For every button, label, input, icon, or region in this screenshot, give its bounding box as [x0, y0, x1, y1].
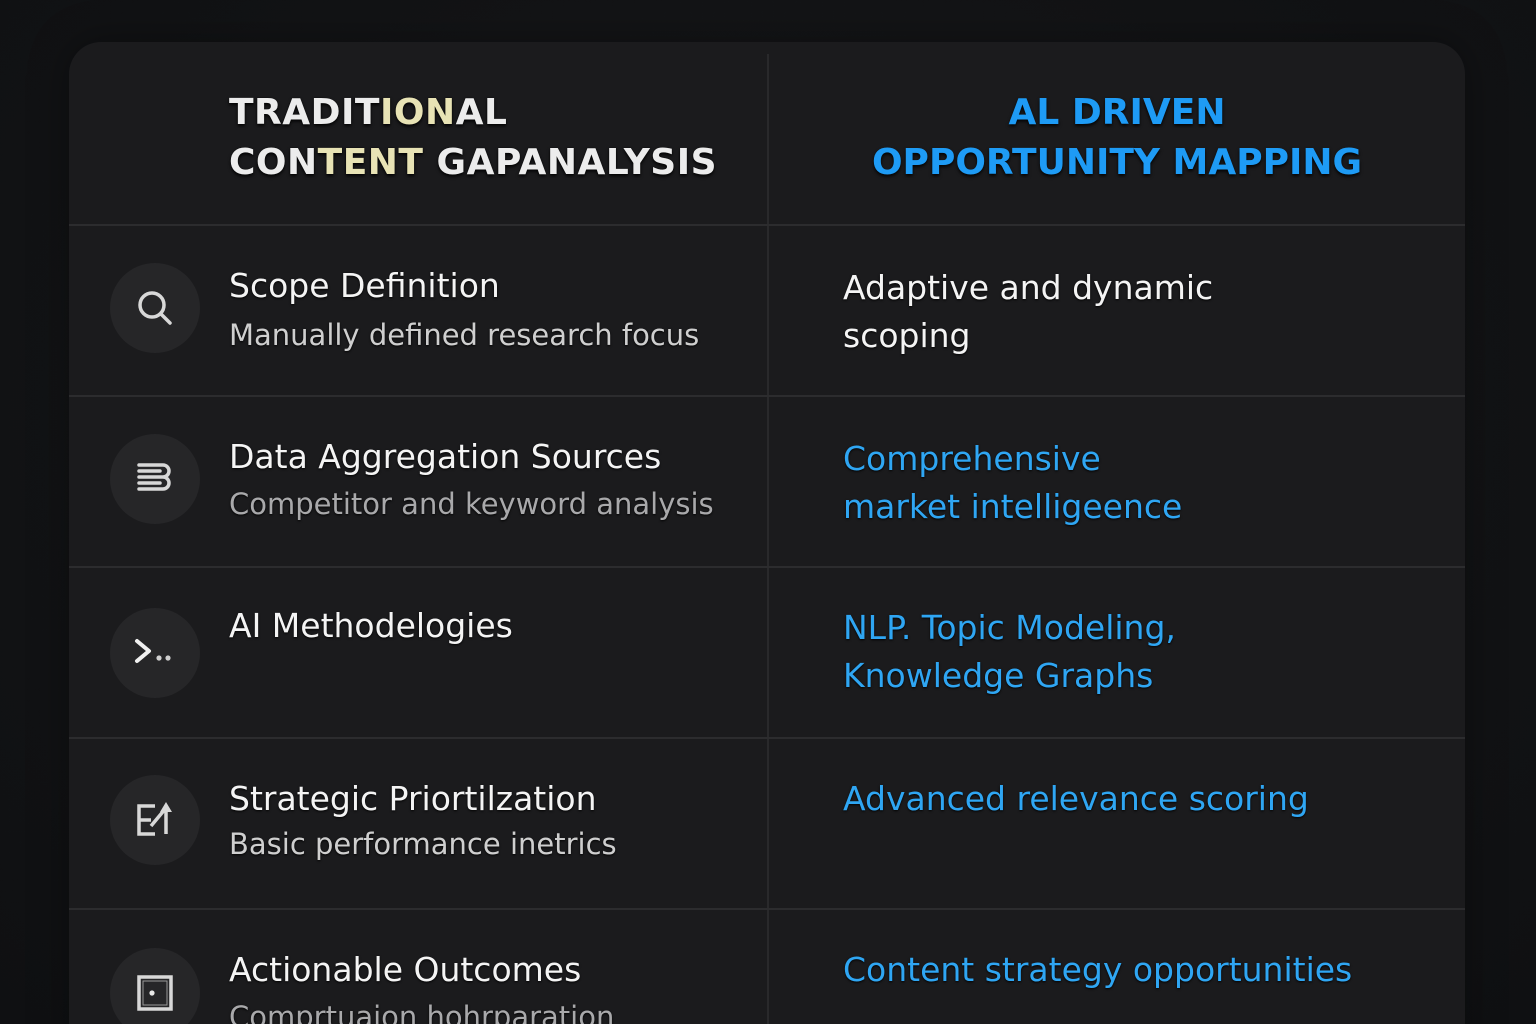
table-header: TRADITIONAL CONTENT GAPANALYSIS AL DRIVE… — [69, 42, 1465, 226]
ai-row-value: Comprehensive market intelligeence — [843, 435, 1182, 531]
square-target-icon — [110, 948, 200, 1024]
title-text: CON — [229, 142, 318, 183]
value-line: Content strategy opportunities — [843, 950, 1353, 989]
ai-row-value: NLP. Topic Modeling, Knowledge Graphs — [843, 604, 1176, 700]
value-line: Adaptive and dynamic — [843, 268, 1214, 307]
table-row: Scope Definition Manually defined resear… — [69, 226, 1465, 397]
table-row: Data Aggregation Sources Competitor and … — [69, 397, 1465, 568]
value-line: Advanced relevance scoring — [843, 779, 1309, 818]
table-row: AI Methodelogies NLP. Topic Modeling, Kn… — [69, 568, 1465, 739]
title-text-highlight: TENT — [317, 142, 424, 183]
row-title: Scope Definition — [229, 266, 500, 305]
row-subtitle: Competitor and keyword analysis — [229, 487, 714, 521]
ai-row-value: Advanced relevance scoring — [843, 775, 1309, 823]
row-title: Data Aggregation Sources — [229, 437, 662, 476]
title-text: AL — [455, 92, 508, 133]
value-line: market intelligeence — [843, 487, 1183, 526]
comparison-card: TRADITIONAL CONTENT GAPANALYSIS AL DRIVE… — [69, 42, 1465, 1024]
value-line: Comprehensive — [843, 439, 1101, 478]
row-title: Actionable Outcomes — [229, 950, 582, 989]
value-line: scoping — [843, 316, 971, 355]
row-title: Strategic Priortilzation — [229, 779, 597, 818]
ai-row-value: Adaptive and dynamic scoping — [843, 264, 1213, 360]
row-subtitle: Comprtuaion hohrparation — [229, 1000, 615, 1024]
title-line: AL DRIVEN — [1008, 92, 1226, 133]
traditional-column-title: TRADITIONAL CONTENT GAPANALYSIS — [229, 88, 717, 188]
stack-icon — [110, 434, 200, 524]
table-row: Actionable Outcomes Comprtuaion hohrpara… — [69, 910, 1465, 1024]
value-line: Knowledge Graphs — [843, 656, 1154, 695]
row-subtitle: Manually defined research focus — [229, 318, 700, 352]
title-line: OPPORTUNITY MAPPING — [871, 142, 1363, 183]
title-text: GAPANALYSIS — [423, 142, 718, 183]
row-subtitle: Basic performance inetrics — [229, 827, 617, 861]
column-divider — [767, 54, 769, 1024]
title-text: TRADIT — [229, 92, 380, 133]
ai-column-title: AL DRIVEN OPPORTUNITY MAPPING — [769, 88, 1465, 188]
terminal-icon — [110, 608, 200, 698]
table-row: Strategic Priortilzation Basic performan… — [69, 739, 1465, 910]
title-text-highlight: ION — [379, 92, 456, 133]
row-title: AI Methodelogies — [229, 606, 513, 645]
search-icon — [110, 263, 200, 353]
ai-row-value: Content strategy opportunities — [843, 946, 1352, 994]
edit-arrow-icon — [110, 775, 200, 865]
value-line: NLP. Topic Modeling, — [843, 608, 1176, 647]
